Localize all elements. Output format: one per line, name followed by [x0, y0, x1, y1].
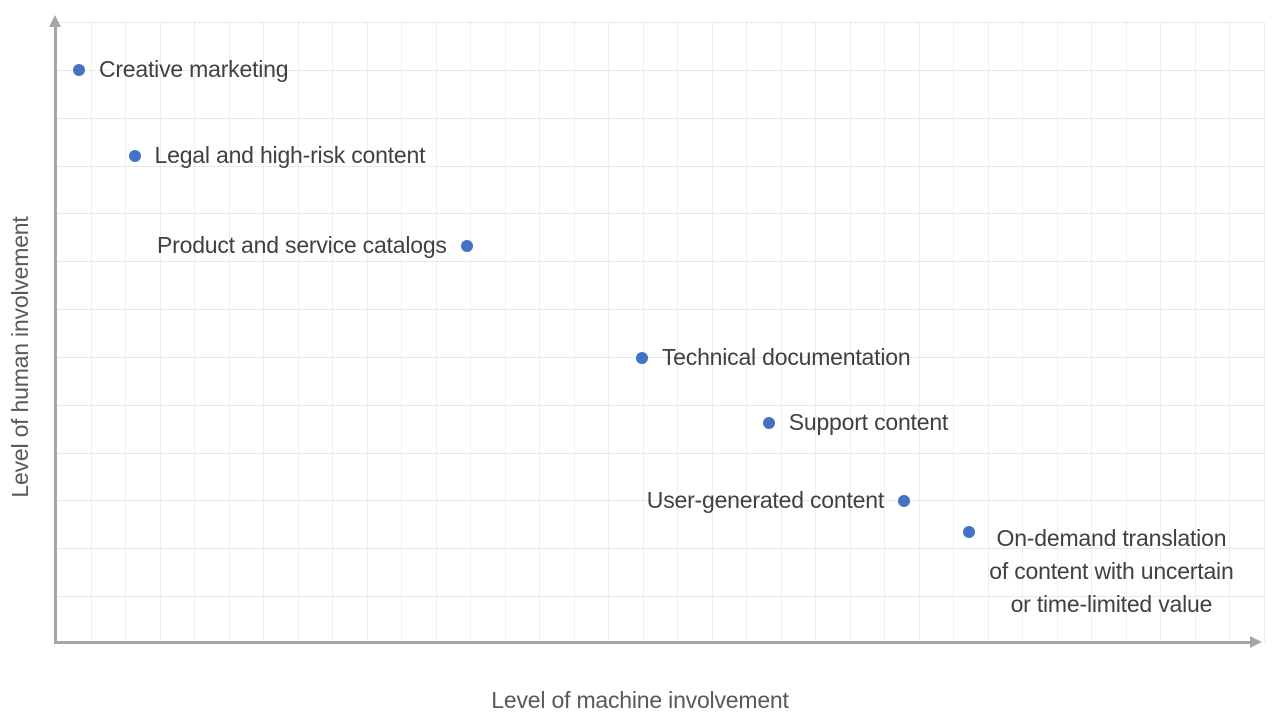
- data-point: [128, 149, 141, 162]
- y-axis-title: Level of human involvement: [7, 216, 33, 498]
- gridline-vertical: [539, 22, 541, 644]
- gridline-horizontal: [56, 404, 1264, 406]
- gridline-vertical: [435, 22, 437, 644]
- data-point-label: Product and service catalogs: [157, 231, 447, 258]
- data-point: [762, 417, 775, 430]
- gridline-vertical: [1194, 22, 1196, 644]
- plot-top-border: [56, 22, 1264, 23]
- gridline-vertical: [1160, 22, 1162, 644]
- gridline-horizontal: [56, 261, 1264, 263]
- gridline-vertical: [366, 22, 368, 644]
- gridline-horizontal: [56, 165, 1264, 167]
- gridline-vertical: [125, 22, 127, 644]
- gridline-vertical: [194, 22, 196, 644]
- gridline-vertical: [918, 22, 920, 644]
- gridline-horizontal: [56, 309, 1264, 311]
- gridline-vertical: [780, 22, 782, 644]
- gridline-vertical: [159, 22, 161, 644]
- gridline-horizontal: [56, 452, 1264, 454]
- gridline-horizontal: [56, 548, 1264, 550]
- gridline-vertical: [987, 22, 989, 644]
- gridline-vertical: [849, 22, 851, 644]
- y-axis-arrowhead-icon: [49, 15, 61, 27]
- gridline-vertical: [608, 22, 610, 644]
- gridline-vertical: [815, 22, 817, 644]
- gridline-vertical: [470, 22, 472, 644]
- data-point: [72, 63, 85, 76]
- gridline-vertical: [332, 22, 334, 644]
- gridline-vertical: [1229, 22, 1231, 644]
- x-axis-line: [54, 641, 1252, 644]
- gridline-vertical: [953, 22, 955, 644]
- gridline-vertical: [642, 22, 644, 644]
- data-point: [635, 351, 648, 364]
- gridline-horizontal: [56, 596, 1264, 598]
- data-point-label: User-generated content: [646, 486, 885, 513]
- gridline-vertical: [297, 22, 299, 644]
- gridline-vertical: [1264, 22, 1265, 644]
- x-axis-title: Level of machine involvement: [491, 687, 789, 713]
- gridline-vertical: [90, 22, 92, 644]
- gridline-vertical: [746, 22, 748, 644]
- x-axis-arrowhead-icon: [1250, 636, 1262, 648]
- y-axis-line: [54, 26, 57, 644]
- gridline-vertical: [1091, 22, 1093, 644]
- gridline-horizontal: [56, 117, 1264, 119]
- gridline-vertical: [573, 22, 575, 644]
- gridline-vertical: [884, 22, 886, 644]
- gridline-horizontal: [56, 500, 1264, 502]
- data-point-label: Legal and high-risk content: [154, 141, 426, 168]
- gridline-vertical: [1125, 22, 1127, 644]
- data-point-label: Creative marketing: [98, 55, 289, 82]
- data-point-label: On-demand translation of content with un…: [989, 525, 1234, 618]
- data-point: [963, 526, 976, 539]
- gridline-vertical: [228, 22, 230, 644]
- gridline-vertical: [1022, 22, 1024, 644]
- gridline-vertical: [504, 22, 506, 644]
- gridline-vertical: [711, 22, 713, 644]
- gridline-vertical: [677, 22, 679, 644]
- data-point: [898, 494, 911, 507]
- data-point: [460, 239, 473, 252]
- gridline-vertical: [401, 22, 403, 644]
- gridline-vertical: [1056, 22, 1058, 644]
- gridline-horizontal: [56, 69, 1264, 71]
- gridline-horizontal: [56, 356, 1264, 358]
- gridline-horizontal: [56, 213, 1264, 215]
- gridline-vertical: [263, 22, 265, 644]
- data-point-label: Technical documentation: [661, 343, 911, 370]
- data-point-label: Support content: [788, 409, 949, 436]
